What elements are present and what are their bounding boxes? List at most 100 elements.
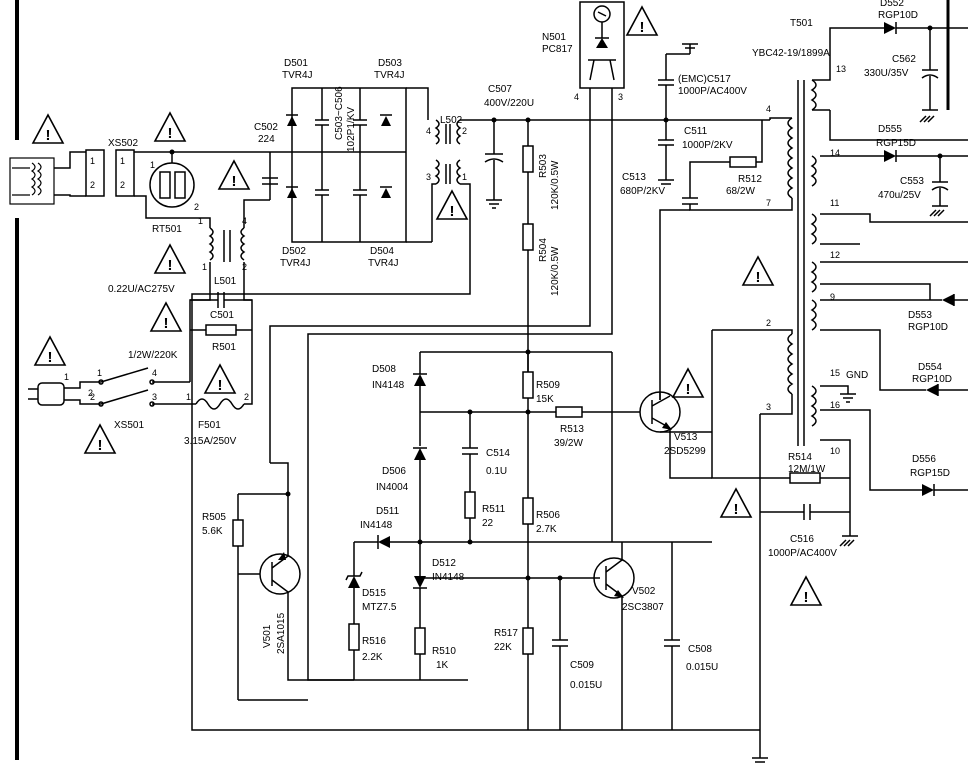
svg-text:1: 1	[97, 368, 102, 378]
svg-text:TVR4J: TVR4J	[282, 70, 313, 81]
svg-text:102P1/KV: 102P1/KV	[346, 107, 357, 152]
svg-text:R514: R514	[788, 452, 812, 463]
svg-text:3: 3	[766, 402, 771, 412]
svg-text:YBC42-19/1899A: YBC42-19/1899A	[752, 48, 830, 59]
svg-text:PC817: PC817	[542, 44, 573, 55]
svg-text:2: 2	[766, 318, 771, 328]
warning-icon: !	[33, 335, 67, 366]
svg-text:V502: V502	[632, 586, 656, 597]
svg-text:D512: D512	[432, 558, 456, 569]
svg-text:120K/0.5W: 120K/0.5W	[550, 160, 561, 210]
svg-text:2: 2	[120, 180, 125, 190]
svg-text:1/2W/220K: 1/2W/220K	[128, 350, 178, 361]
svg-text:R505: R505	[202, 512, 226, 523]
svg-text:22K: 22K	[494, 642, 512, 653]
warning-icon: !	[153, 243, 187, 274]
svg-text:1: 1	[64, 372, 69, 382]
svg-text:7: 7	[766, 198, 771, 208]
secondary-13: D552 RGP10D C562 330U/35V	[812, 0, 968, 123]
svg-text:0.1U: 0.1U	[486, 466, 507, 477]
svg-text:10: 10	[830, 446, 840, 456]
svg-text:D555: D555	[878, 124, 902, 135]
svg-text:C508: C508	[688, 644, 712, 655]
svg-text:!: !	[640, 19, 645, 36]
svg-text:L501: L501	[214, 276, 237, 287]
svg-text:1: 1	[90, 156, 95, 166]
svg-text:D508: D508	[372, 364, 396, 375]
svg-text:12: 12	[830, 250, 840, 260]
svg-text:R503: R503	[538, 154, 549, 178]
svg-text:15: 15	[830, 368, 840, 378]
svg-text:IN4004: IN4004	[376, 482, 409, 493]
d554-diode: D554 RGP10D	[912, 362, 968, 396]
svg-text:GND: GND	[846, 370, 868, 381]
svg-text:D503: D503	[378, 58, 402, 69]
svg-text:2: 2	[244, 392, 249, 402]
svg-text:C501: C501	[210, 310, 234, 321]
c516-capacitor: C516 1000P/AC400V	[760, 504, 858, 559]
svg-text:TVR4J: TVR4J	[374, 70, 405, 81]
svg-text:120K/0.5W: 120K/0.5W	[550, 246, 561, 296]
svg-text:!: !	[164, 315, 169, 332]
svg-text:16: 16	[830, 400, 840, 410]
svg-text:4: 4	[574, 92, 579, 102]
svg-text:!: !	[450, 203, 455, 220]
svg-text:R516: R516	[362, 636, 386, 647]
svg-text:C509: C509	[570, 660, 594, 671]
svg-text:11: 11	[830, 198, 839, 208]
svg-text:R517: R517	[494, 628, 518, 639]
svg-text:L502: L502	[440, 115, 463, 126]
svg-text:C507: C507	[488, 84, 512, 95]
warning-icon: !	[719, 487, 753, 518]
svg-text:F501: F501	[198, 420, 221, 431]
c514-r511: C514 0.1U R511 22	[462, 412, 510, 542]
input-coil-symbol	[9, 157, 55, 205]
svg-text:3: 3	[618, 92, 623, 102]
svg-text:RGP10D: RGP10D	[912, 374, 952, 385]
svg-text:224: 224	[258, 134, 275, 145]
svg-text:IN4148: IN4148	[360, 520, 393, 531]
bottom-ground	[752, 757, 768, 763]
warning-icon: !	[203, 363, 237, 394]
warning-icon: !	[31, 113, 65, 144]
svg-text:2: 2	[90, 180, 95, 190]
svg-text:!: !	[218, 377, 223, 394]
svg-text:1: 1	[186, 392, 191, 402]
svg-text:!: !	[804, 589, 809, 606]
warning-icon: !	[741, 255, 775, 286]
svg-text:!: !	[48, 349, 53, 366]
svg-text:D552: D552	[880, 0, 904, 9]
power-switch: 1 2 4 3	[90, 367, 157, 407]
svg-text:3.15A/250V: 3.15A/250V	[184, 436, 237, 447]
d508-d506-chain: D508 IN4148 D506 IN4004	[372, 352, 427, 542]
svg-text:D556: D556	[912, 454, 936, 465]
svg-text:C513: C513	[622, 172, 646, 183]
svg-text:13: 13	[836, 64, 846, 74]
svg-text:RGP10D: RGP10D	[878, 10, 918, 21]
secondary-14: D555 RGP15D C553 470u/25V	[820, 124, 968, 217]
svg-text:!: !	[686, 381, 691, 398]
c502-capacitor: C502 224	[254, 122, 278, 185]
mains-plug: 1 2	[28, 372, 101, 406]
svg-text:2: 2	[90, 392, 95, 402]
svg-text:1000P/AC400V: 1000P/AC400V	[678, 86, 747, 97]
svg-text:!: !	[168, 125, 173, 142]
svg-text:1: 1	[198, 216, 203, 226]
f501-fuse: 1 2 F501 3.15A/250V	[184, 392, 249, 447]
warning-icon: !	[217, 159, 251, 190]
svg-text:TVR4J: TVR4J	[368, 258, 399, 269]
r509-resistor: R509 15K	[522, 349, 560, 412]
svg-text:D504: D504	[370, 246, 394, 257]
svg-text:2SD5299: 2SD5299	[664, 446, 706, 457]
svg-text:D501: D501	[284, 58, 308, 69]
svg-text:D502: D502	[282, 246, 306, 257]
rt501-thermistor: 1 2 RT501	[149, 160, 199, 235]
c513-r512-snubber: C513 680P/2KV R512 68/2W	[620, 120, 770, 211]
svg-text:C514: C514	[486, 448, 510, 459]
r517-c509: R517 22K C509 0.015U	[494, 575, 602, 730]
svg-text:R504: R504	[538, 238, 549, 262]
svg-text:14: 14	[830, 148, 840, 158]
svg-text:2SA1015: 2SA1015	[276, 612, 287, 654]
svg-text:2: 2	[462, 126, 467, 136]
